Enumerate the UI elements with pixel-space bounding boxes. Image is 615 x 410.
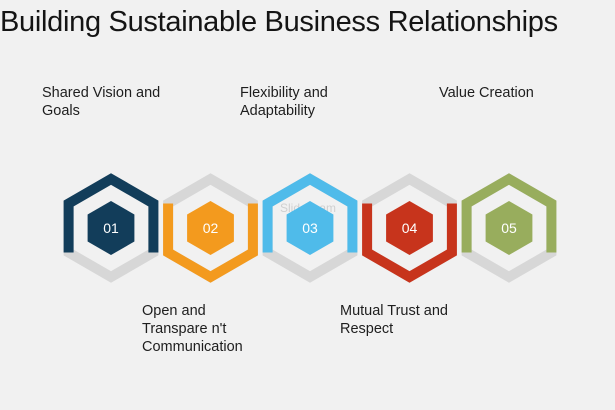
hexagon-rings [63,173,557,283]
hexagon-center-04 [386,201,433,255]
hexagon-ring-accent-02 [163,203,258,283]
hexagon-number-04: 04 [402,220,418,236]
hexagon-ring-accent-04 [362,203,457,283]
hexagon-number-03: 03 [302,220,318,236]
hexagon-centers: 01 02 03 04 05 [87,201,533,255]
hexagon-center-05 [485,201,533,255]
hexagon-center-03 [286,201,334,255]
hexagon-ring-accent-01 [63,173,159,253]
hexagon-ring-accent-05 [461,173,557,253]
hexagon-center-01 [87,201,135,255]
step-label-05: Value Creation [439,85,534,101]
page-title: Building Sustainable Business Relationsh… [0,6,558,38]
hexagon-number-02: 02 [203,220,219,236]
hexagon-center-02 [187,201,234,255]
hexagon-number-05: 05 [501,220,517,236]
hexagon-ring-accent-03 [262,173,358,253]
hexagon-number-01: 01 [103,220,119,236]
